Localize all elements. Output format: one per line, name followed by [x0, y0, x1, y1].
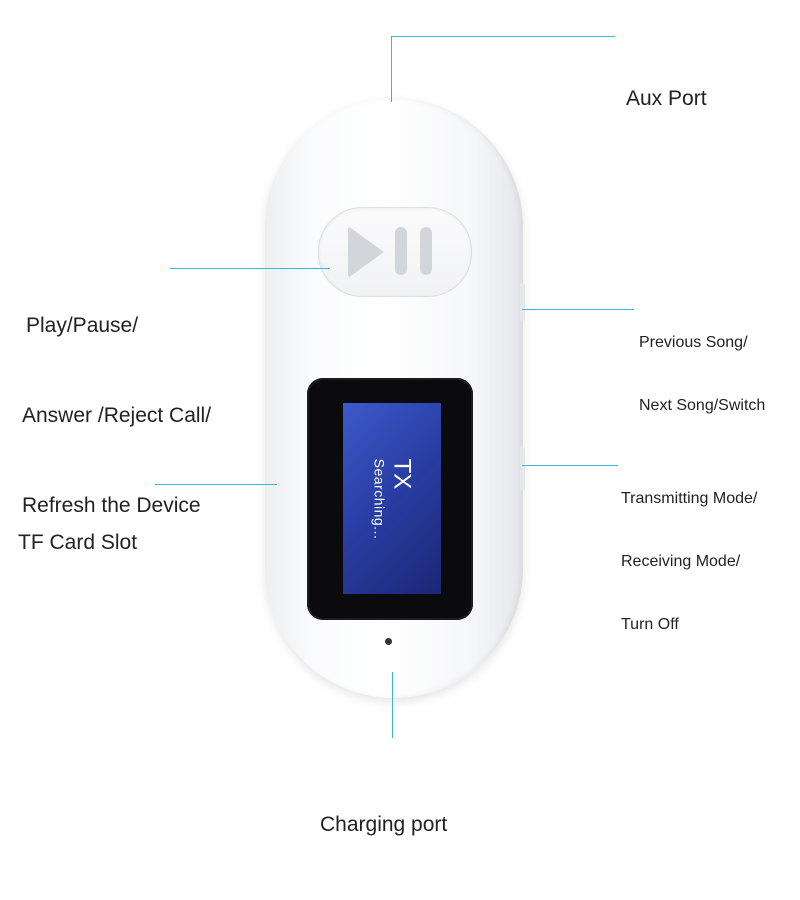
previous-next-label: Previous Song/ Next Song/Switch — [639, 290, 765, 458]
previous-next-label-line-1: Previous Song/ — [639, 334, 748, 351]
play-pause-label-line-2: Answer /Reject Call/ — [22, 404, 212, 427]
aux-port-label: Aux Port — [626, 87, 707, 110]
mode-label-line-3: Turn Off — [621, 616, 679, 633]
pause-icon-bar-left — [395, 227, 407, 275]
aux-port-line-vertical — [391, 36, 392, 102]
pause-icon-bar-right — [420, 227, 432, 275]
lcd-screen — [343, 403, 441, 594]
play-icon — [348, 226, 384, 278]
play-pause-label-line-1: Play/Pause/ — [26, 314, 139, 337]
tf-card-label: TF Card Slot — [18, 531, 138, 554]
mode-line — [522, 465, 618, 466]
charging-port-hole — [385, 638, 392, 645]
previous-next-line — [522, 309, 634, 310]
product-diagram: TX Searching... Aux Port Play/Pause/ Ans… — [18, 36, 765, 836]
mode-label-line-2: Receiving Mode/ — [621, 553, 741, 570]
previous-next-label-line-2: Next Song/Switch — [639, 397, 766, 414]
charging-port-line — [392, 672, 393, 738]
previous-next-side-button — [520, 283, 525, 321]
screen-status-text: Searching... — [371, 458, 387, 539]
play-pause-label: Play/Pause/ Answer /Reject Call/ Refresh… — [22, 251, 211, 581]
lcd-screen-text: TX Searching... — [343, 403, 441, 594]
mode-label: Transmitting Mode/ Receiving Mode/ Turn … — [621, 446, 757, 677]
play-pause-label-line-3: Refresh the Device — [22, 494, 201, 517]
tf-card-line — [155, 484, 277, 485]
play-pause-line — [170, 268, 330, 269]
aux-port-line-horizontal — [391, 36, 615, 37]
mode-side-switch — [520, 447, 525, 491]
mode-label-line-1: Transmitting Mode/ — [621, 490, 758, 507]
screen-mode-text: TX — [388, 458, 415, 489]
charging-port-label: Charging port — [320, 813, 448, 836]
